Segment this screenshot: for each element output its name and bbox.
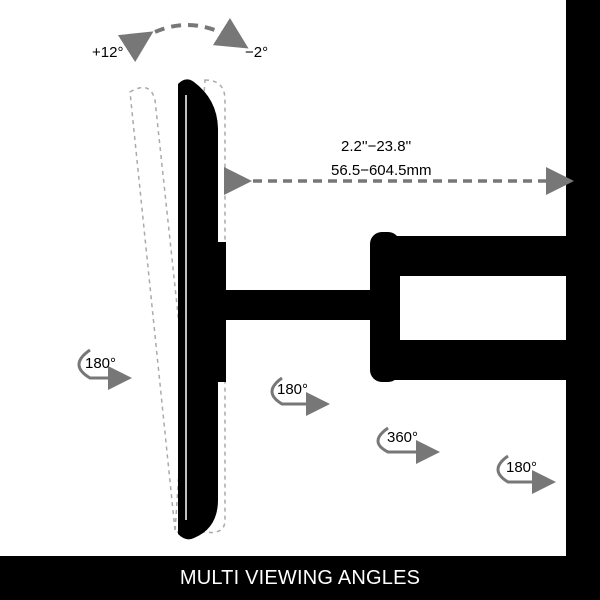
wall xyxy=(566,0,600,556)
screen-swivel-label: 180° xyxy=(85,355,116,372)
rotation-arrow-2 xyxy=(270,376,330,416)
extension-mm-label: 56.5−604.5mm xyxy=(331,162,431,179)
rotation-arrow-3 xyxy=(376,426,440,464)
rotation-arrow-1 xyxy=(77,348,132,390)
banner-title: MULTI VIEWING ANGLES xyxy=(0,556,600,600)
short-arm xyxy=(224,290,376,320)
rotation-arrow-4 xyxy=(496,454,556,494)
tilt-down-label: −2° xyxy=(245,44,268,61)
tilt-arrow xyxy=(117,17,249,63)
tilt-ghost-outline xyxy=(129,79,226,534)
vesa-plate xyxy=(212,242,226,382)
upper-arm xyxy=(390,236,570,276)
arm-swivel-1-label: 180° xyxy=(277,381,308,398)
tilt-up-label: +12° xyxy=(92,44,123,61)
lower-arm xyxy=(390,340,570,380)
extension-inches-label: 2.2''−23.8'' xyxy=(341,138,411,155)
tv-screen xyxy=(178,79,218,540)
arm-swivel-2-label: 180° xyxy=(506,459,537,476)
arm-rotation-label: 360° xyxy=(387,429,418,446)
